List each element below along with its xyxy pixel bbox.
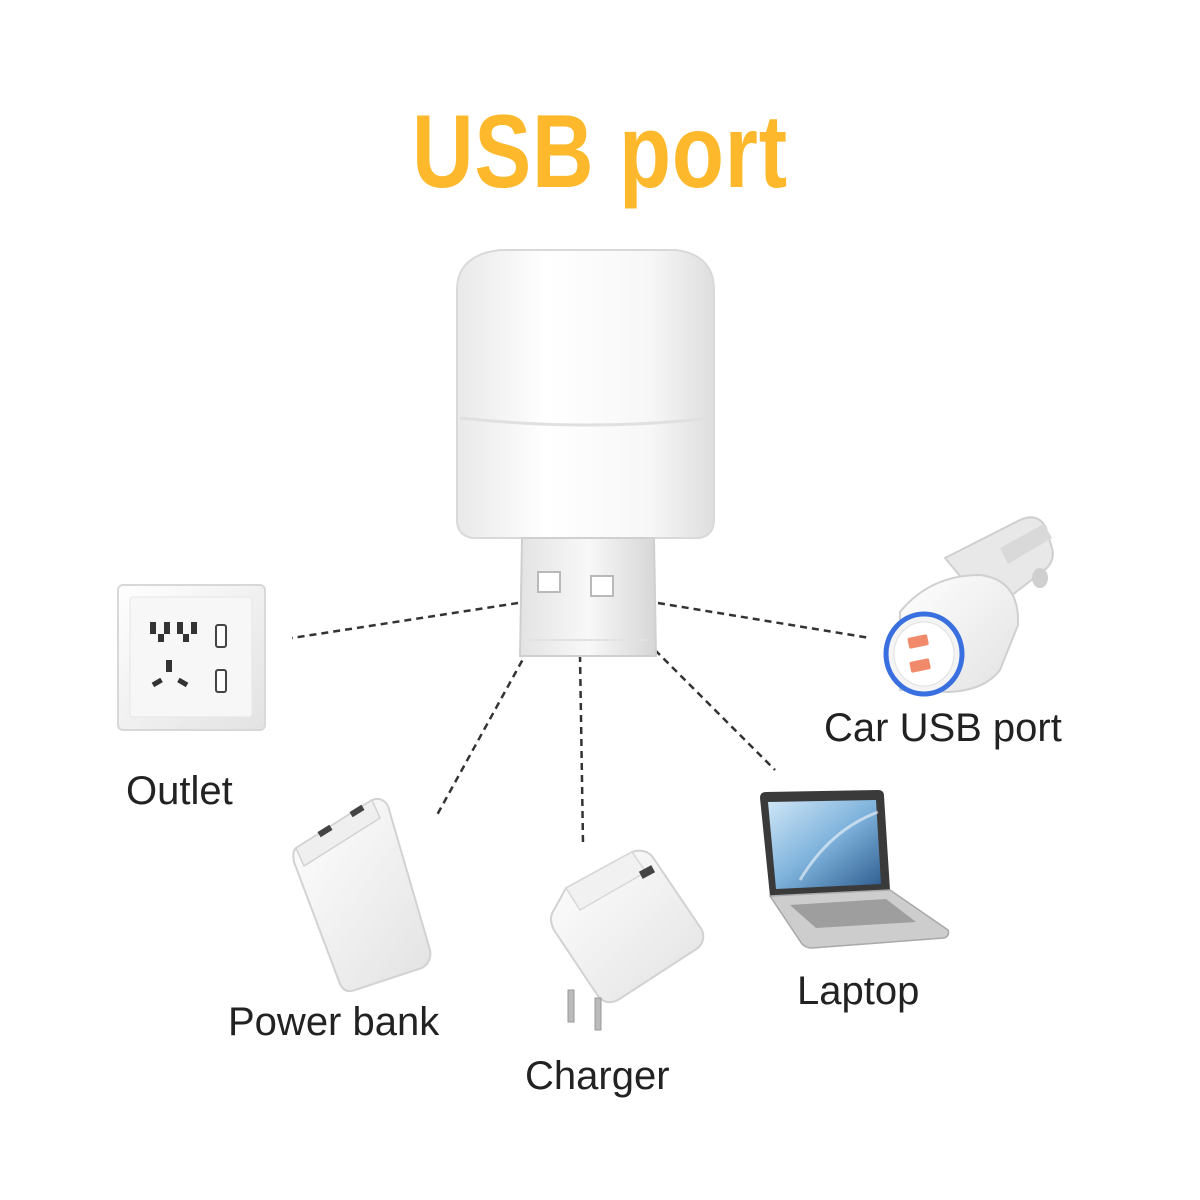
laptop-icon [760,790,950,949]
usb-lamp-icon [456,249,715,657]
connector-lines [291,601,871,844]
label-laptop: Laptop [797,969,920,1013]
connector-charger [578,654,585,844]
wall-outlet-icon [117,584,266,731]
car-charger-icon [883,516,1054,697]
label-outlet: Outlet [126,769,233,813]
label-charger: Charger [525,1054,670,1098]
diagram-title: USB port [411,94,789,210]
label-power-bank: Power bank [228,1000,440,1044]
connector-power-bank [435,649,530,816]
connector-car [657,601,871,640]
connector-laptop [654,649,776,771]
label-car-usb-port: Car USB port [824,706,1062,750]
power-bank-icon [292,797,432,993]
connector-outlet [291,601,519,640]
charger-icon [550,849,705,1031]
